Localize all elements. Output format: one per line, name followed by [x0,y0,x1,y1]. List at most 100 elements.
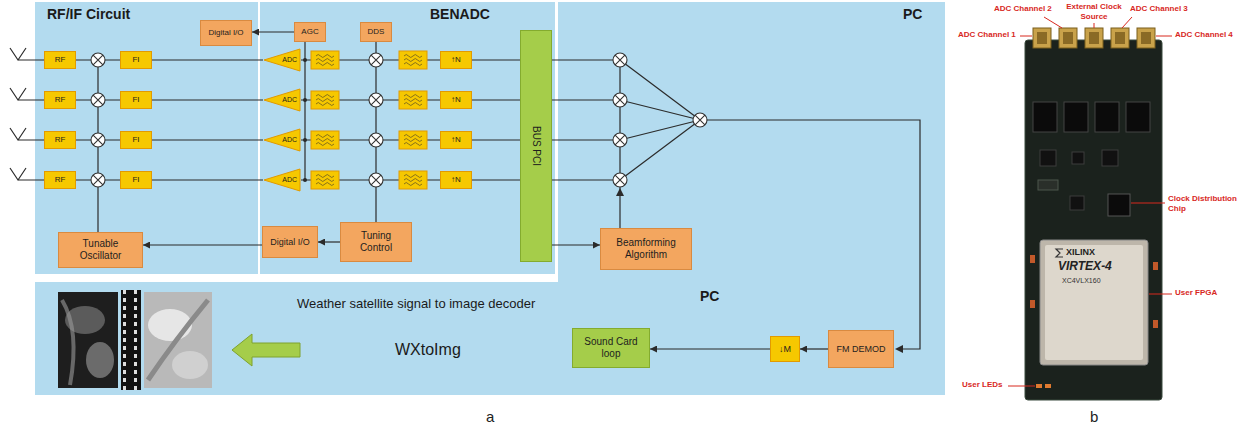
signal-connector [143,244,262,245]
if-stage: FI [120,131,152,149]
box-label: RF [55,55,66,65]
signal-connector [552,244,600,245]
leader-line [1122,17,1132,28]
satellite-image [62,300,74,385]
mixer-symbol [91,93,105,107]
text-slot: ADC Channel 4 [1175,30,1233,40]
rf-stage: RF [44,91,76,109]
wire [304,42,305,180]
leader-line [1131,203,1165,204]
box-label: ↑N [451,95,461,105]
text-slot: XC4VLX160 [1062,277,1101,285]
rf-stage: RF [44,131,76,149]
fpga-board [1045,245,1143,360]
satellite-image [144,292,212,388]
flow-arrow [232,334,300,366]
arrowhead [895,345,903,353]
satellite-image [86,342,114,378]
fpga-board [1036,384,1042,388]
junction-dot [303,98,307,102]
fpga-board [1095,102,1119,132]
leader-line [1044,17,1062,28]
text-slot: VIRTEX-4 [1058,259,1112,273]
fpga-board [1033,102,1057,132]
dds-box: DDS [360,22,392,42]
signal-connector [252,31,294,32]
wire [552,60,613,180]
satellite-image [172,351,208,379]
fpga-board [1064,102,1088,132]
arrowhead [616,188,624,196]
wire [10,42,920,349]
io-box: Digital I/O [200,20,252,46]
leader-line [1156,36,1172,37]
mixer-symbol [613,133,627,147]
box-label: FM DEMOD [837,344,886,355]
process-box: Tuning Control [340,222,412,262]
circuit-panel: BENADCAGCDDSADCADCADCADC↑N↑N↑N↑NDigital … [260,2,555,274]
box-label: DDS [368,27,385,37]
satellite-image [58,292,118,388]
wire [10,168,44,180]
panel-heading: RF/IF Circuit [47,6,130,23]
box-label: ↑N [451,55,461,65]
fpga-board [1045,384,1051,388]
fpga-board [1115,32,1125,44]
amplifier-triangle [264,49,300,71]
satellite-image [148,300,208,380]
mixer-symbol [369,173,383,187]
box-label: RF [55,95,66,105]
panel-ground [558,2,945,395]
fpga-board [1085,28,1103,48]
panel-text: WXtoImg [395,340,461,359]
text-slot: User FPGA [1175,288,1217,298]
signal-connector [152,139,263,140]
signal-connector [152,179,263,180]
chip-marking: VIRTEX-4 [1058,259,1112,273]
filter-symbol [399,91,427,109]
process-box: FM DEMOD [828,330,894,368]
decimator-box: ↑N [440,91,472,109]
process-box: Sound Card loop [572,328,650,368]
signal-connector [800,348,828,349]
amplifier-triangle [264,89,300,111]
leader-line [1008,386,1035,387]
filter-symbol [311,131,339,149]
fpga-board [1063,32,1073,44]
text-slot: PC [903,6,922,23]
satellite-image [121,290,141,390]
leader-line [1020,36,1032,37]
adc-amplifier: ADC [263,88,301,112]
wire [700,120,920,349]
callout-label: Clock Distribution Chip [1168,194,1248,213]
mixer-symbol [91,53,105,67]
fpga-board [1037,32,1047,44]
figure-letter: a [486,408,494,426]
text-slot: PC [700,288,719,305]
signal-connector [650,348,770,349]
chip-marking: XC4VLX160 [1062,277,1101,285]
signal-connector [375,42,376,222]
callout-label: External Clock Source [1062,2,1126,21]
satellite-image [58,290,212,390]
text-slot: ADC Channel 3 [1130,4,1188,14]
text-slot: a [486,408,494,426]
box-label: AGC [301,27,318,37]
if-stage: FI [120,91,152,109]
wire [10,48,44,60]
decimator-box: ↑N [440,51,472,69]
if-stage: FI [120,171,152,189]
box-label: ADC [282,56,297,64]
box-label: RF [55,135,66,145]
fpga-board [1056,249,1063,257]
fpga-board [1153,320,1158,328]
process-box: Beamforming Algorithm [600,228,692,270]
arrowhead [616,188,903,353]
fpga-board [1111,28,1129,48]
amplifier-triangle [264,129,300,151]
text-slot: Weather satellite signal to image decode… [297,296,535,312]
text-slot: BENADC [430,6,490,23]
mixer-symbol [369,93,383,107]
